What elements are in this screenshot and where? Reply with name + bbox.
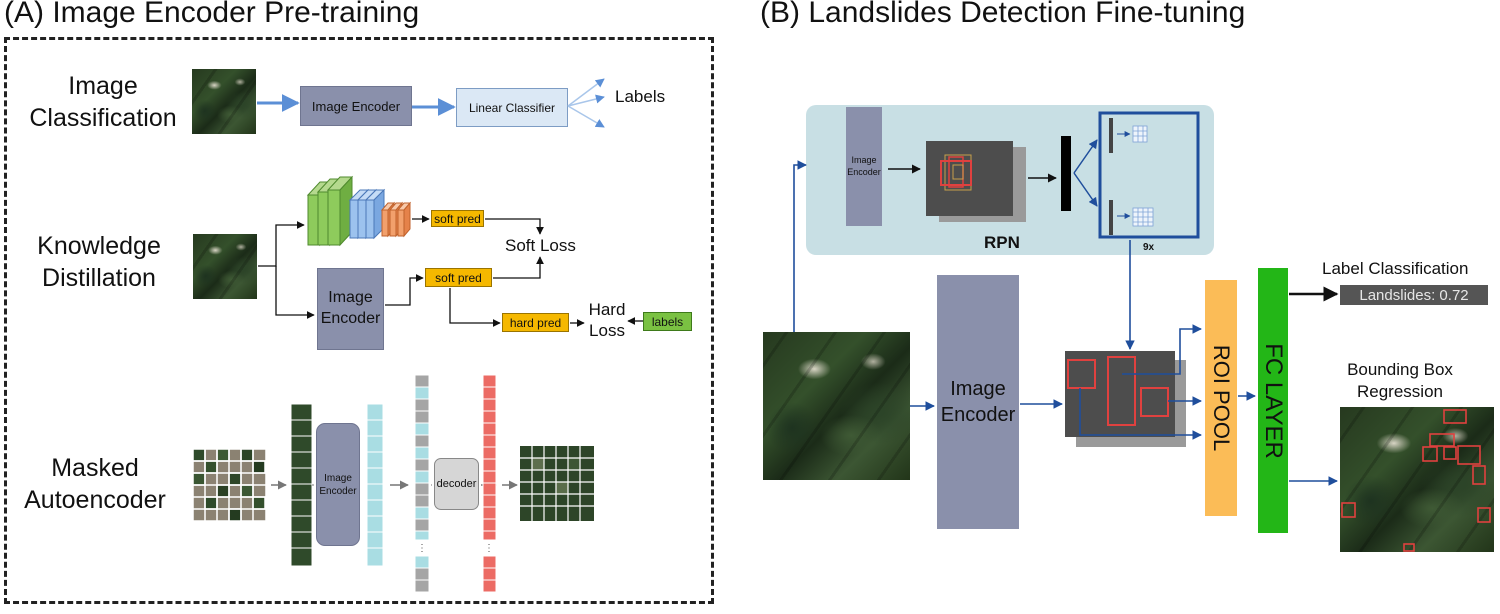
mae-latent-tokens: [366, 403, 384, 567]
hard-loss-label: Hard Loss: [588, 300, 626, 341]
rpn-feature-map: [926, 141, 1026, 222]
mae-full-token-sequence: [414, 374, 430, 593]
rpn-encoder-box: Image Encoder: [846, 107, 882, 226]
panel-a-title: (A) Image Encoder Pre-training: [4, 0, 420, 29]
bbox-regression-title: Bounding Box Regression: [1347, 360, 1453, 402]
rpn-label: RPN: [984, 233, 1020, 252]
mae-masked-grid: [192, 448, 267, 522]
mae-encoder-box: Image Encoder: [316, 423, 360, 546]
mae-reconstructed-image: [520, 446, 594, 521]
bbox-output-boxes: [1341, 409, 1491, 552]
panel-b-arrows: [793, 160, 1338, 486]
classification-input-image: [192, 69, 256, 134]
panel-a-dashed-border: [4, 37, 714, 604]
hard-pred: hard pred: [502, 313, 569, 332]
classification-label: Image Classification: [29, 72, 177, 132]
classification-encoder-box: Image Encoder: [300, 86, 412, 126]
classification-arrows: [257, 78, 605, 128]
mae-decoder-box: decoder: [434, 458, 479, 510]
label-classification-title: Label Classification: [1322, 259, 1469, 278]
distillation-arrows: [258, 215, 643, 327]
distillation-label: Knowledge Distillation: [37, 232, 161, 292]
soft-loss-label: Soft Loss: [505, 236, 576, 255]
rpn-anchors-label: 9x: [1143, 242, 1155, 253]
mae-label: Masked Autoencoder: [24, 454, 166, 514]
panel-b-title: (B) Landslides Detection Fine-tuning: [760, 0, 1246, 29]
fc-layer-box: FC LAYER: [1258, 268, 1288, 533]
student-encoder-box: Image Encoder: [317, 268, 384, 350]
mae-ellipsis-2: ⋮: [484, 543, 494, 554]
teacher-network: [306, 175, 412, 247]
linear-classifier-box: Linear Classifier: [456, 88, 568, 127]
teacher-orange-layers: [380, 201, 412, 238]
mae-reconstructed-tokens: [482, 374, 497, 593]
mae-visible-patches: [290, 403, 313, 567]
teacher-soft-pred: soft pred: [431, 210, 484, 227]
student-soft-pred: soft pred: [425, 268, 492, 287]
labels-pill: labels: [643, 312, 692, 331]
bbox-output-image: [1340, 407, 1494, 552]
classification-output-label: Labels: [615, 87, 666, 106]
detection-input-image: [763, 332, 910, 480]
roi-feature-map: [1065, 351, 1186, 447]
distillation-input-image: [193, 234, 257, 299]
rpn-heads: [1073, 111, 1200, 239]
prediction-badge: Landslides: 0.72: [1340, 285, 1488, 305]
mae-ellipsis-1: ⋮: [417, 543, 427, 554]
rpn-conv-bar: [1061, 136, 1071, 211]
roi-pool-box: ROI POOL: [1205, 280, 1237, 516]
detection-encoder-box: Image Encoder: [937, 275, 1019, 529]
teacher-blue-layers: [348, 188, 386, 240]
teacher-green-layers: [306, 175, 354, 247]
